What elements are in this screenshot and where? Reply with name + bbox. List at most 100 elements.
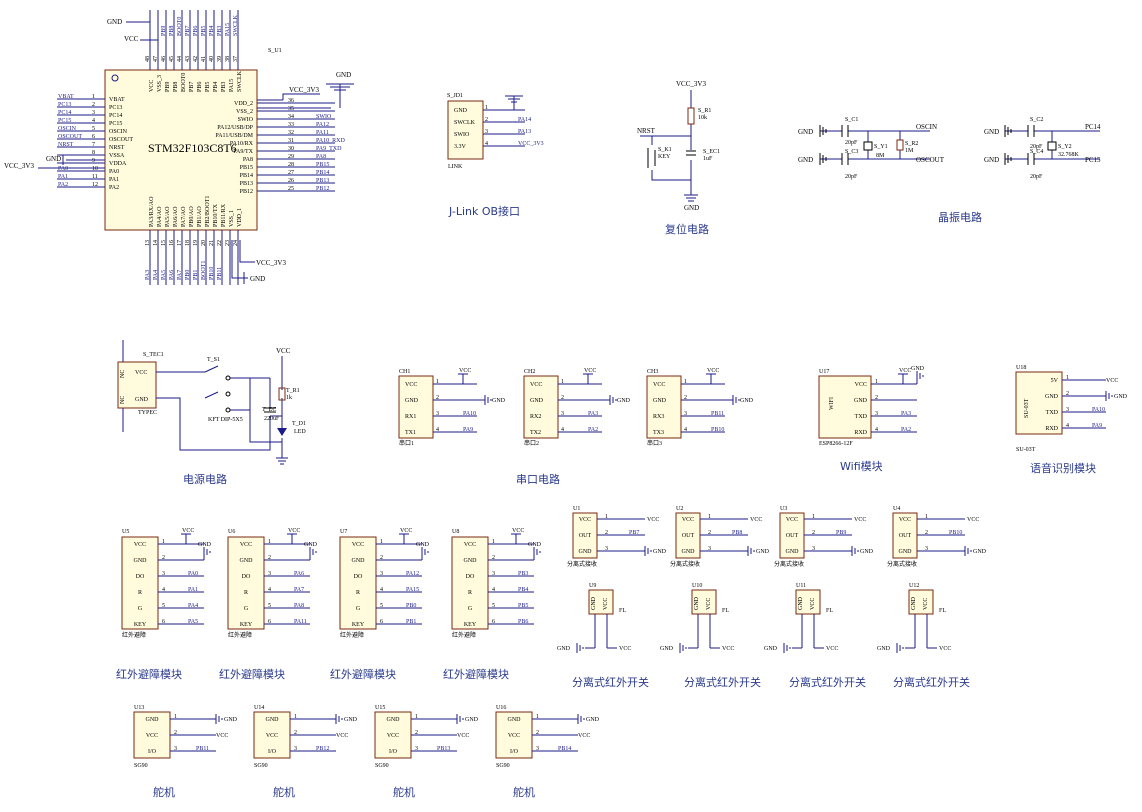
mcu-top-pin-num: 38 bbox=[225, 56, 231, 62]
power-sw-contact1 bbox=[225, 375, 231, 381]
wifi-pin-name: TXD bbox=[855, 414, 868, 420]
mcu-left-pin-net: PC15 bbox=[58, 118, 71, 124]
crystal-y2-val: 32.768K bbox=[1058, 152, 1080, 158]
ir-module-gnd-label: GND bbox=[528, 542, 542, 548]
voice-pin-num: 3 bbox=[1066, 407, 1069, 413]
irs-tx-body bbox=[795, 589, 821, 615]
irs-rx-pin-num: 1 bbox=[812, 514, 815, 520]
irs-rx-pin-num: 1 bbox=[925, 514, 928, 520]
mcu-top-pin-net: PB8 bbox=[169, 26, 175, 36]
mcu-top-pin-name: VCC bbox=[149, 80, 155, 92]
servo-pin-num: 3 bbox=[174, 746, 177, 752]
ir-module-ref: U5 bbox=[122, 529, 129, 535]
mcu-left-pin-net: PA0 bbox=[58, 166, 68, 172]
ir-caption-4: 红外避障模块 bbox=[443, 667, 509, 681]
jlink-caption: J-Link OB接口 bbox=[448, 205, 520, 218]
voice-body bbox=[1015, 371, 1063, 435]
serial-module-pin-name: RX2 bbox=[530, 414, 541, 420]
irs-rx-pin-num: 1 bbox=[605, 514, 608, 520]
wifi-label: WIFI bbox=[829, 397, 835, 410]
serial-module-part: 串口3 bbox=[647, 439, 662, 447]
servo-gnd-label: GND bbox=[586, 717, 600, 723]
crystal-c2-ref: S_C2 bbox=[1030, 117, 1043, 123]
mcu-left-pin-net: NRST bbox=[58, 142, 74, 148]
mcu-right-pin-name: PB13 bbox=[240, 181, 253, 187]
servo-pin-num: 2 bbox=[174, 730, 177, 736]
ir-module-pin-num: 4 bbox=[268, 587, 271, 593]
crystal-y2-body bbox=[1047, 141, 1057, 151]
crystal-c1-val: 20pF bbox=[845, 140, 858, 146]
ir-module-pin-num: 6 bbox=[492, 619, 495, 625]
mcu-bottom-pin-num: 23 bbox=[225, 240, 231, 246]
power-r-val: 1k bbox=[286, 395, 292, 401]
servo-pin-name: VCC bbox=[387, 733, 399, 739]
mcu-left-pin-name: VBAT bbox=[109, 97, 125, 103]
irs-rx-net: PB9 bbox=[836, 530, 846, 536]
voice-pin-num: 4 bbox=[1066, 423, 1069, 429]
ir-module-pin-net: PA1 bbox=[188, 587, 198, 593]
crystal-pc14-net: PC14 bbox=[1085, 123, 1101, 131]
irs-rx-gnd-label: GND bbox=[756, 549, 770, 555]
irs-tx-ref: U10 bbox=[692, 583, 702, 589]
ir-module-pin-name: G bbox=[138, 606, 143, 612]
serial-module-pin-num: 2 bbox=[436, 395, 439, 401]
wifi-caption: Wifi模块 bbox=[840, 460, 883, 473]
ir-module-pin-num: 3 bbox=[380, 571, 383, 577]
mcu-bottom-pin-num: 19 bbox=[193, 240, 199, 246]
irs-tx-vcc-label: VCC bbox=[939, 646, 951, 652]
mcu-top-pin-num: 47 bbox=[153, 56, 159, 62]
ir-module-pin-num: 1 bbox=[162, 539, 165, 545]
mcu-left-pin-num: 4 bbox=[92, 118, 95, 124]
ir-module-pin-name: DO bbox=[354, 574, 363, 580]
irs-rx-pin-name: GND bbox=[786, 549, 800, 555]
serial-module-net2: PB10 bbox=[711, 427, 724, 433]
ir-module-pin-num: 5 bbox=[492, 603, 495, 609]
mcu-left-pin-name: PC13 bbox=[109, 105, 122, 111]
mcu-left-pin-num: 1 bbox=[92, 94, 95, 100]
serial-module-pin-num: 1 bbox=[684, 379, 687, 385]
serial-module-pin-num: 4 bbox=[436, 427, 439, 433]
mcu-top-pin-num: 43 bbox=[185, 56, 191, 62]
voice-pin-name: TXD bbox=[1046, 410, 1059, 416]
voice-net2: PA9 bbox=[1092, 423, 1102, 429]
irs-rx-pin-name: OUT bbox=[579, 533, 592, 539]
irs-rx-pin-name: OUT bbox=[786, 533, 799, 539]
wifi-ref: U17 bbox=[819, 369, 829, 375]
mcu-right-pin-net: PB13 bbox=[316, 178, 329, 184]
mcu-right-pin-net: PA12 bbox=[316, 122, 329, 128]
servo-net: PB12 bbox=[316, 746, 329, 752]
ir-module-pin-net: PA12 bbox=[406, 571, 419, 577]
servo-pin-num: 2 bbox=[294, 730, 297, 736]
wifi-pin-name: GND bbox=[854, 398, 868, 404]
ir-module-pin-net: PA8 bbox=[294, 603, 304, 609]
wifi-pin-num: 3 bbox=[875, 411, 878, 417]
jlink-ref: S_JD1 bbox=[447, 93, 463, 99]
irs-rx-body bbox=[892, 512, 918, 559]
jlink-pin-name: SWIO bbox=[454, 132, 470, 138]
mcu-right-pin-net: PB14 bbox=[316, 170, 329, 176]
power-block: S_TEC1 TYPEC VCC GND NC NC T_S1 KFT DIP-… bbox=[117, 340, 306, 486]
reset-resistor bbox=[687, 107, 695, 125]
crystal-c3-ref: S_C3 bbox=[845, 149, 858, 155]
irs-rx-vcc: VCC bbox=[750, 517, 762, 523]
irs-rx-part: 分离式接收 bbox=[567, 560, 597, 568]
mcu-top-pin-net: SWCLK bbox=[233, 14, 239, 36]
serial-module-pin-name: VCC bbox=[653, 382, 665, 388]
mcu-left-pin-num: 10 bbox=[92, 166, 98, 172]
mcu-left-pin-net: VBAT bbox=[58, 94, 74, 100]
mcu-vcc33-left-label: VCC_3V3 bbox=[4, 162, 34, 170]
voice-label: SU-03T bbox=[1024, 398, 1030, 418]
servo-pin-num: 2 bbox=[536, 730, 539, 736]
ir-module-pin-name: G bbox=[356, 606, 361, 612]
mcu-top-pin-name: VSS_3 bbox=[157, 75, 163, 92]
ir-module-pin-num: 4 bbox=[492, 587, 495, 593]
serial-module-pin-name: TX2 bbox=[530, 430, 541, 436]
serial-module-pin-name: TX1 bbox=[405, 430, 416, 436]
servo-vcc-label: VCC bbox=[457, 733, 469, 739]
mcu-top-pin-num: 48 bbox=[145, 56, 151, 62]
irs-tx-gnd-label: GND bbox=[877, 646, 891, 652]
